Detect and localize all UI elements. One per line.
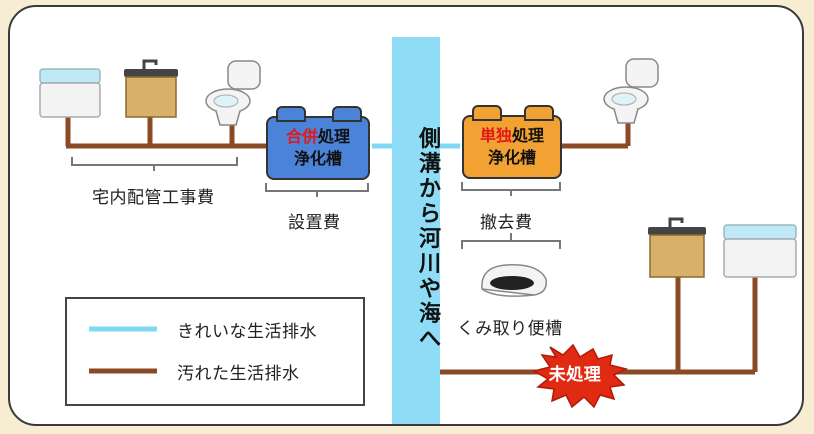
river-label-char: 溝 [418,152,441,177]
river-label-char: ら [418,202,441,227]
combined-tank-label-line2: 浄化槽 [293,149,342,168]
river-label-char: か [418,177,441,202]
river-label-char: や [418,277,441,302]
single-tank-label-line2: 浄化槽 [487,148,536,167]
squat-toilet-icon [481,264,547,297]
river-label: 側溝から河川や海へ [410,127,450,352]
tank-cap [472,105,502,121]
untreated-burst [532,343,629,409]
pit-toilet-label: くみ取り便槽 [457,319,563,339]
diagram-frame: 合併処理 浄化槽 宅内配管工事費 設置費 側溝から河川や海へ 単独処理 浄化槽 … [8,5,804,426]
legend-clean-label: きれいな生活排水 [177,322,317,342]
western-toilet-icon-right [603,58,659,124]
pipes-layer [65,37,758,424]
bathtub-icon [39,68,101,118]
tank-cap [276,106,306,122]
river-band [392,37,440,424]
river-label-char: 海 [418,302,441,327]
legend-clean-swatch [89,326,157,332]
combined-septic-tank: 合併処理 浄化槽 [266,106,370,180]
kitchen-sink-icon-right [648,217,706,278]
combined-tank-label-accent: 合併 [285,127,318,146]
removal-cost-label: 撤去費 [480,213,533,233]
river-label-char: 河 [418,227,441,252]
left-dirty-pipes [65,115,268,149]
river-label-char: 側 [418,127,441,152]
single-tank-label-accent: 単独 [479,126,512,145]
river-label-char: へ [418,327,441,352]
bathtub-icon-right [723,224,797,278]
legend-dirty-swatch [89,368,157,374]
tank-cap [524,105,554,121]
single-septic-tank: 単独処理 浄化槽 [462,105,562,179]
kitchen-sink-icon [124,59,178,118]
river-label-char: 川 [418,252,441,277]
brackets [71,157,561,249]
western-toilet-icon-left [205,60,261,126]
tank-cap [332,106,362,122]
legend-dirty-label: 汚れた生活排水 [177,364,300,384]
piping-cost-label: 宅内配管工事費 [92,188,215,208]
legend: きれいな生活排水 汚れた生活排水 [65,297,365,406]
combined-tank-label: 処理 [318,127,351,146]
install-cost-label: 設置費 [288,213,341,233]
single-tank-label: 処理 [512,126,545,145]
untreated-label: 未処理 [548,365,602,385]
